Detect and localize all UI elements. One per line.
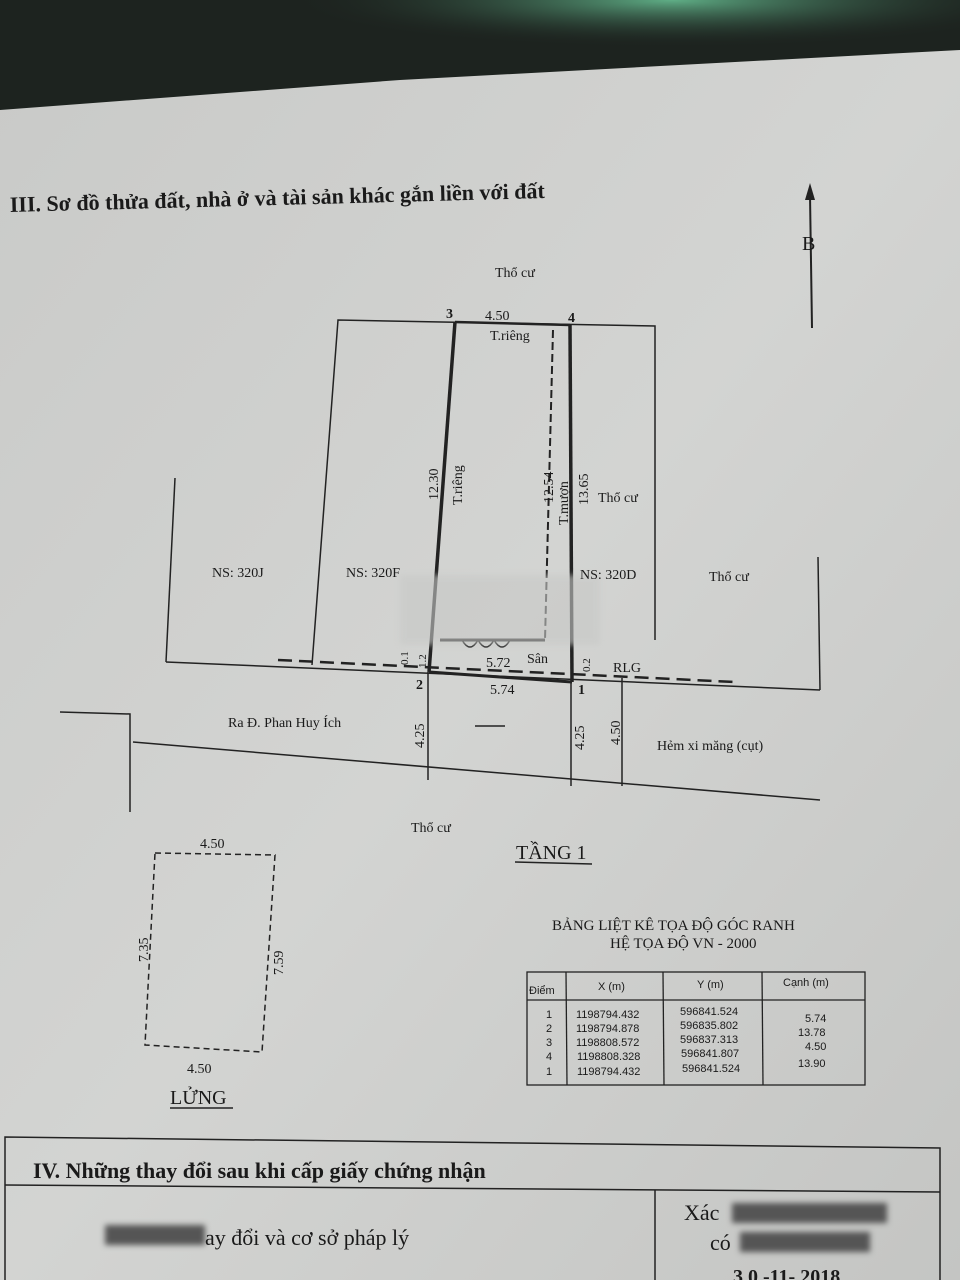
section-3-title: III. Sơ đồ thửa đất, nhà ở và tài sản kh…: [9, 178, 545, 217]
svg-text:3: 3: [546, 1037, 552, 1049]
svg-text:1198808.572: 1198808.572: [576, 1037, 639, 1049]
mezz-left: 7.35: [137, 938, 152, 963]
point-2: 2: [416, 678, 423, 693]
svg-text:596841.524: 596841.524: [682, 1063, 740, 1075]
confirmation-header-line2: có: [710, 1230, 731, 1255]
floor-1-label: TẦNG 1: [516, 840, 587, 864]
right-outer-length: 13.65: [577, 474, 592, 506]
changes-column-header: ay đổi và cơ sở pháp lý: [205, 1225, 409, 1250]
alley-width: 4.50: [609, 721, 624, 746]
point-4: 4: [568, 311, 575, 326]
inner-width: 5.72: [486, 656, 511, 671]
mezz-label: LỬNG: [170, 1086, 227, 1109]
svg-text:596841.807: 596841.807: [681, 1048, 739, 1060]
col-header-y: Y (m): [697, 979, 724, 991]
table-row: 3 1198808.572 596837.313: [546, 1034, 738, 1049]
street-name: Ra Đ. Phan Huy Ích: [228, 714, 341, 731]
coordinate-table: BẢNG LIỆT KÊ TỌA ĐỘ GÓC RANH HỆ TỌA ĐỘ V…: [526, 917, 866, 1086]
confirmation-header-line1: Xác: [684, 1200, 720, 1225]
edge-length: 4.50: [805, 1041, 826, 1053]
mezz-bottom: 4.50: [187, 1062, 212, 1077]
redacted-text: [105, 1225, 205, 1245]
left-wall-type: T.riêng: [451, 465, 466, 505]
lot-ns-320j: NS: 320J: [212, 566, 264, 581]
section-4: IV. Những thay đổi sau khi cấp giấy chứn…: [4, 1136, 941, 1280]
col-header-edge: Cạnh (m): [783, 977, 829, 989]
top-width: 4.50: [485, 309, 510, 324]
left-length: 12.30: [427, 469, 442, 501]
svg-text:596841.524: 596841.524: [680, 1006, 738, 1018]
svg-text:1198794.878: 1198794.878: [576, 1023, 639, 1035]
svg-text:596837.313: 596837.313: [680, 1034, 738, 1046]
mezz-top: 4.50: [200, 837, 225, 852]
svg-text:1198808.328: 1198808.328: [577, 1051, 640, 1063]
svg-text:1198794.432: 1198794.432: [576, 1009, 639, 1021]
redacted-text: [740, 1232, 870, 1252]
label-rlg: RLG: [613, 661, 641, 676]
left-offset-2: 1.2: [417, 654, 429, 668]
point-3: 3: [446, 307, 453, 322]
col-header-point: Điểm: [529, 985, 555, 997]
label-tho-cu-far-right: Thổ cư: [709, 570, 749, 585]
redacted-text: [732, 1203, 887, 1223]
table-row: 1 1198794.432 596841.524: [546, 1006, 738, 1021]
lot-ns-320f: NS: 320F: [346, 566, 400, 581]
redacted-area: [400, 575, 600, 645]
right-offset: 0.2: [581, 658, 593, 672]
lot-ns-320d: NS: 320D: [580, 568, 636, 583]
col-header-x: X (m): [598, 981, 625, 993]
right-wall-type: T.mượn: [557, 481, 572, 525]
top-wall-type: T.riêng: [490, 329, 530, 344]
alley-name: Hẻm xi măng (cụt): [657, 739, 763, 754]
left-offset-1: 0.1: [399, 651, 411, 665]
svg-text:596835.802: 596835.802: [680, 1020, 738, 1032]
label-tho-cu-top: Thổ cư: [495, 266, 535, 281]
north-label: B: [802, 233, 815, 255]
edge-length: 13.78: [798, 1027, 826, 1039]
label-san: Sân: [527, 652, 548, 667]
section-4-title: IV. Những thay đổi sau khi cấp giấy chứn…: [33, 1158, 486, 1183]
label-tho-cu-right: Thổ cư: [598, 491, 638, 506]
mezz-right: 7.59: [272, 951, 287, 976]
svg-text:1: 1: [546, 1009, 552, 1021]
svg-text:2: 2: [546, 1023, 552, 1035]
table-row: 1 1198794.432 596841.524: [546, 1063, 740, 1078]
svg-text:1198794.432: 1198794.432: [577, 1066, 640, 1078]
label-tho-cu-bottom: Thổ cư: [411, 821, 451, 836]
road-width-left: 4.25: [413, 724, 428, 749]
point-1: 1: [578, 683, 585, 698]
edge-length: 5.74: [805, 1013, 826, 1025]
svg-text:1: 1: [546, 1066, 552, 1078]
table-title-1: BẢNG LIỆT KÊ TỌA ĐỘ GÓC RANH: [552, 917, 795, 934]
edge-length: 13.90: [798, 1058, 826, 1070]
right-length: 12.54: [542, 472, 557, 504]
table-row: 2 1198794.878 596835.802: [546, 1020, 738, 1035]
table-title-2: HỆ TỌA ĐỘ VN - 2000: [610, 935, 757, 952]
table-row: 4 1198808.328 596841.807: [546, 1048, 739, 1063]
north-arrow-icon: [805, 183, 815, 329]
road-width-right: 4.25: [573, 726, 588, 751]
svg-text:4: 4: [546, 1051, 552, 1063]
stamp-date: 3 0 -11- 2018: [733, 1266, 840, 1280]
front-width: 5.74: [490, 683, 515, 698]
